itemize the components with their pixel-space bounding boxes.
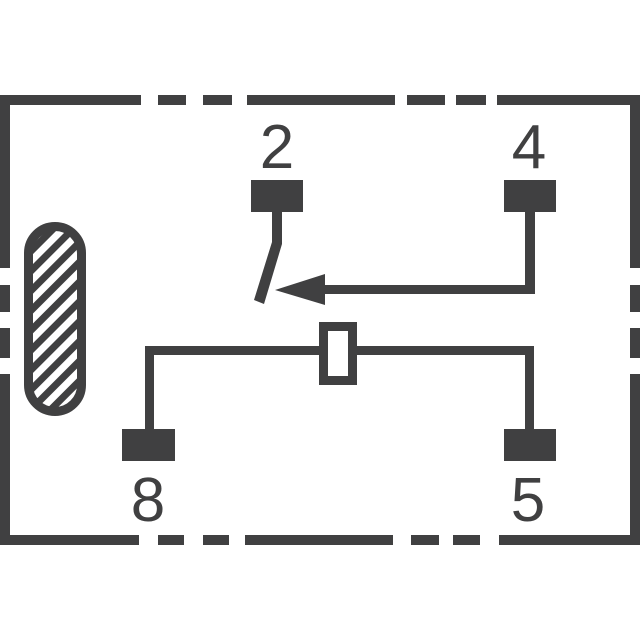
coil xyxy=(122,322,556,461)
pin-5-pad xyxy=(504,429,556,461)
orientation-marker-hatched-oval xyxy=(24,222,86,416)
pin-2-label: 2 xyxy=(259,113,295,182)
pin-5-label: 5 xyxy=(510,466,546,535)
pin-8-label: 8 xyxy=(130,466,166,535)
switch-blade xyxy=(254,210,282,304)
package-outline xyxy=(0,95,640,545)
pin-2-pad xyxy=(251,180,303,212)
pin-4-contact xyxy=(275,180,556,305)
pin-2-contact xyxy=(251,180,303,304)
pin-4-pad xyxy=(504,180,556,212)
arrow-head-icon xyxy=(275,274,325,305)
pin-4-label: 4 xyxy=(511,113,547,182)
pin-8-pad xyxy=(122,429,175,461)
coil-body xyxy=(319,322,357,385)
